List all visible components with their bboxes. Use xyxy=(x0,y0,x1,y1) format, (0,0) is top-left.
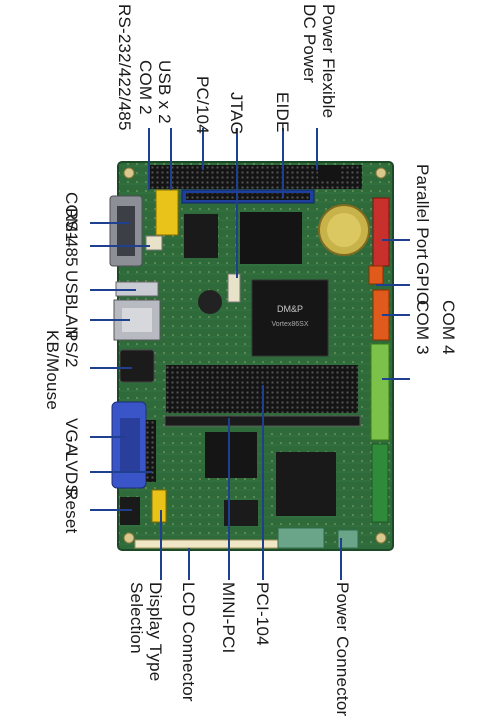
label-pc104: PC/104 xyxy=(193,76,212,134)
label-eide: EIDE xyxy=(273,92,292,133)
label-parallel: Parallel Port xyxy=(413,164,432,260)
label-vga: VGA xyxy=(62,418,81,455)
parallel-port xyxy=(372,197,390,267)
label-jtag: JTAG xyxy=(227,92,246,135)
cpu-chip xyxy=(251,279,329,357)
label-reset: Reset xyxy=(62,488,81,534)
power-connector xyxy=(277,527,325,549)
jtag-header xyxy=(227,273,241,303)
label-com4: COM 4 xyxy=(439,300,458,355)
label-usb: USB xyxy=(62,270,81,306)
display-type-jumper xyxy=(151,489,167,523)
gpio-header xyxy=(368,265,384,285)
ps2-connector xyxy=(119,349,155,383)
memory-chip xyxy=(240,212,302,264)
label-pci104: PCI-104 xyxy=(253,582,272,646)
reset-switch xyxy=(120,497,140,525)
label-gpio: GPIO xyxy=(413,262,432,306)
cpu-marking-sub: Vortex86SX xyxy=(272,321,309,328)
cpu-marking: DM&P xyxy=(277,304,303,314)
dc-power-header xyxy=(318,165,340,181)
rs485-header xyxy=(145,235,163,251)
label-lcd-connector: LCD Connector xyxy=(179,582,198,702)
label-rs485: RS-485 xyxy=(62,208,81,267)
com2-header xyxy=(155,189,179,236)
label-power-connector: Power Connector xyxy=(333,582,352,717)
label-rs232: RS-232/422/485 xyxy=(115,4,134,131)
com4-header xyxy=(370,343,390,441)
label-minipci: MINI-PCI xyxy=(219,582,238,654)
lvds-header xyxy=(146,420,156,482)
label-com3: COM 3 xyxy=(413,300,432,355)
